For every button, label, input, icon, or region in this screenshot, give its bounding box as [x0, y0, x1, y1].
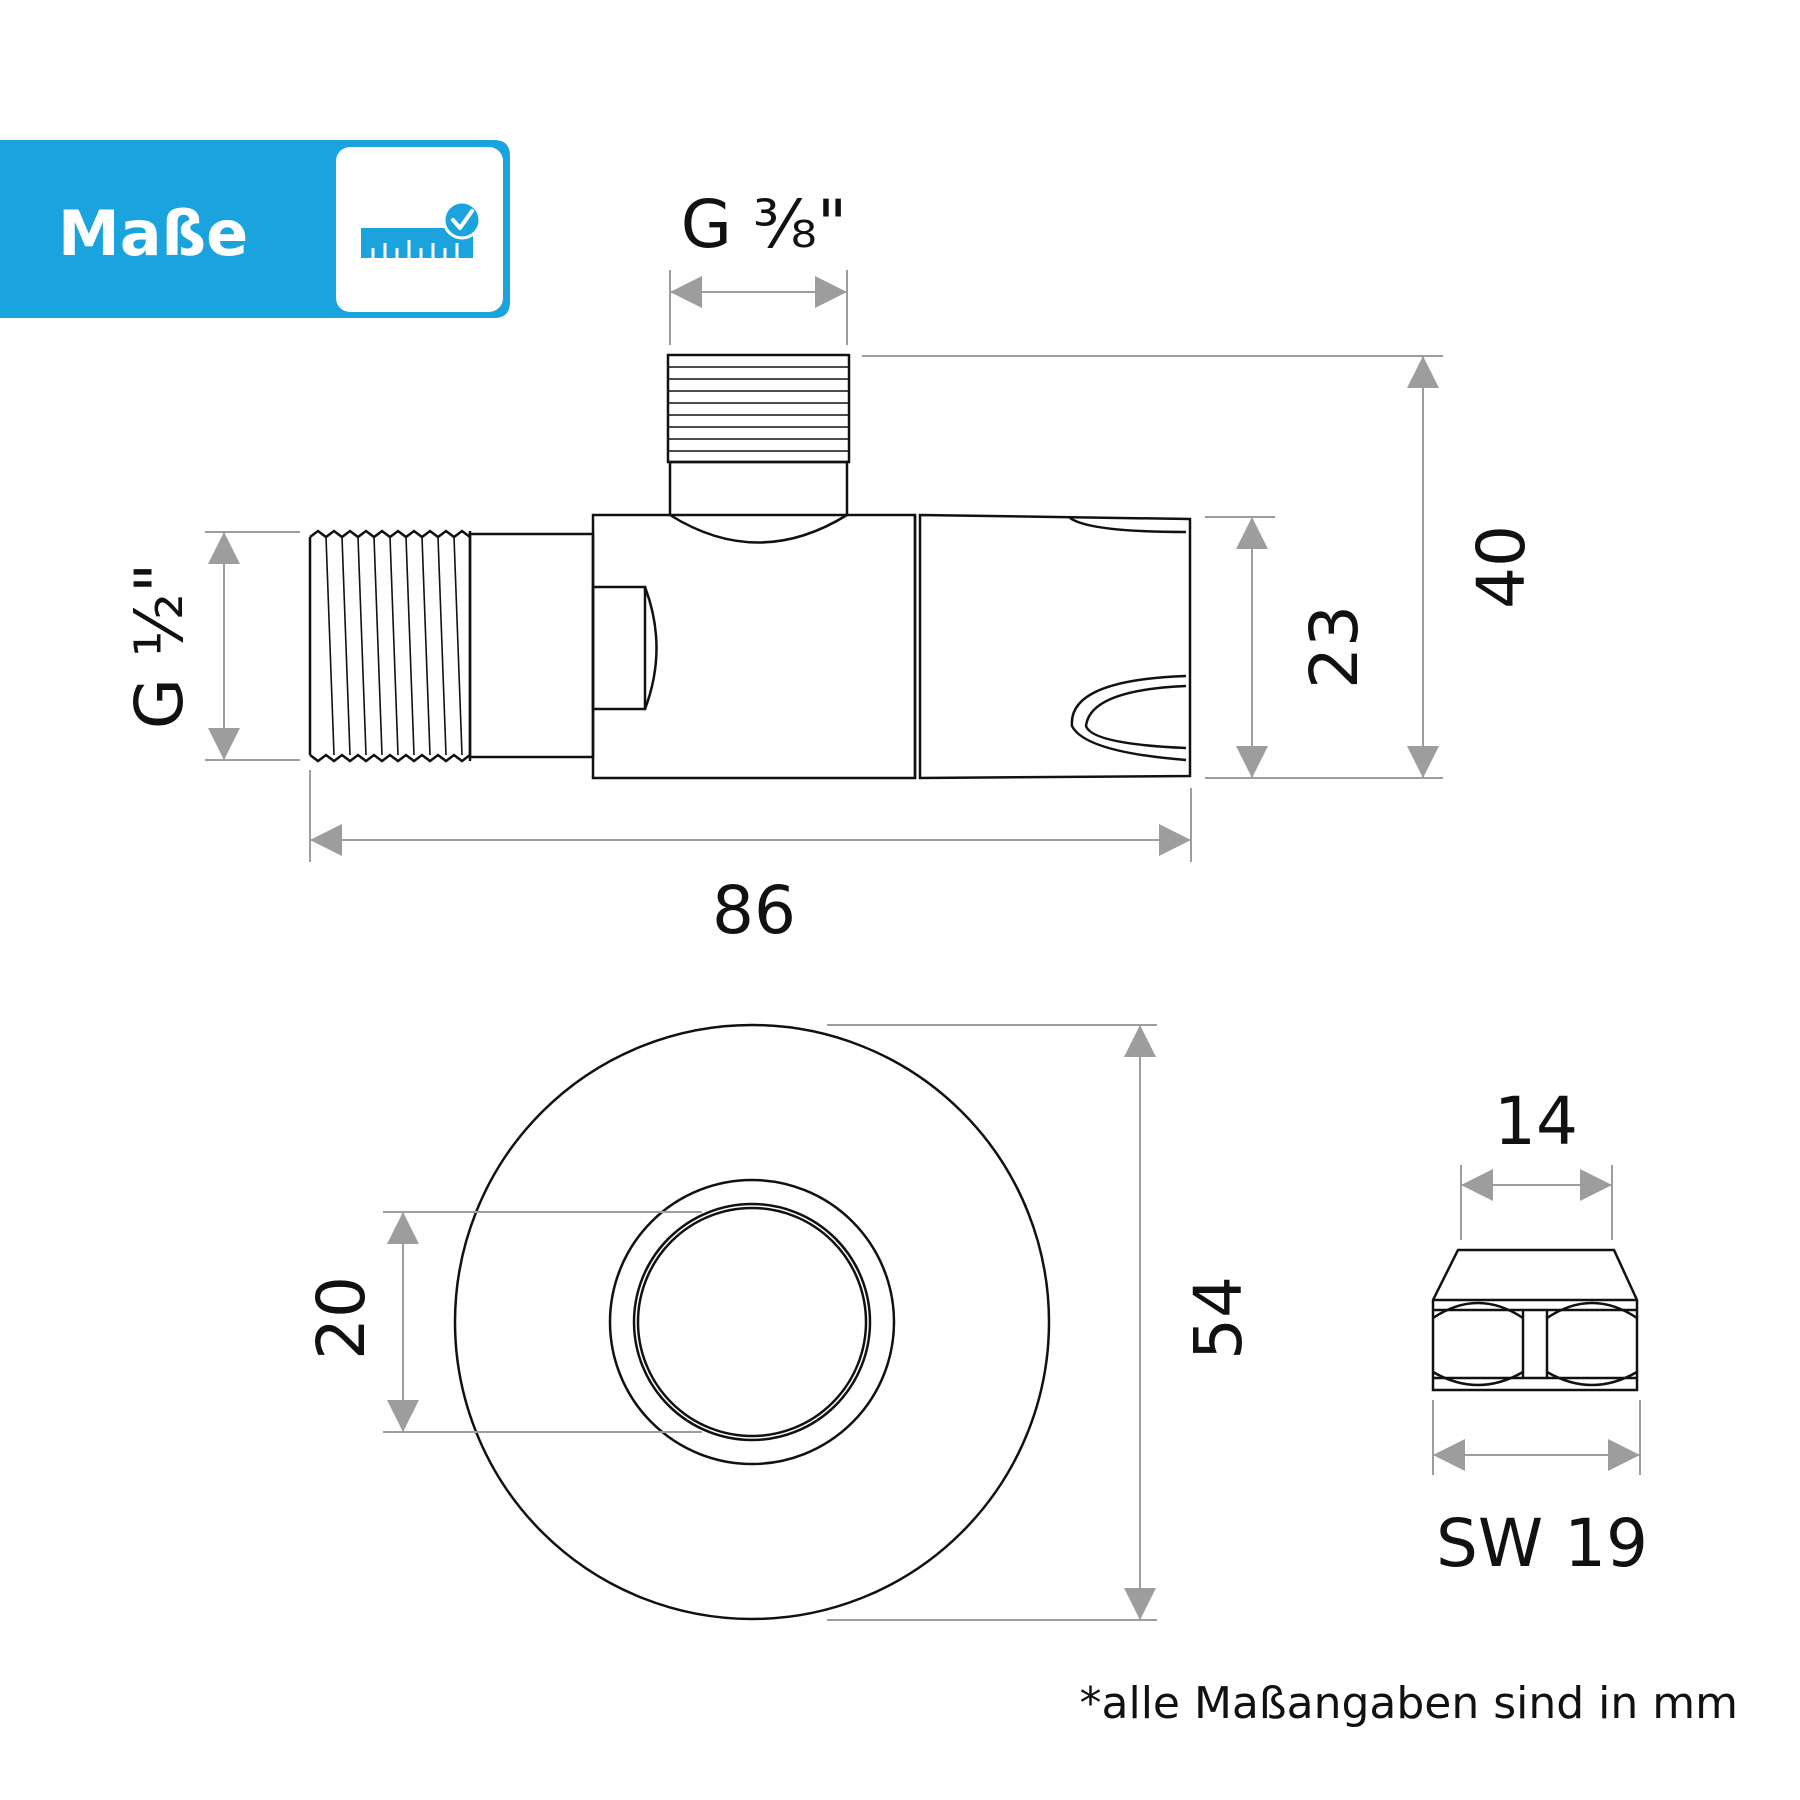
- rosette-inner-label: 20: [303, 1276, 380, 1360]
- nut-view: [1431, 1248, 1639, 1392]
- units-footnote: *alle Maßangaben sind in mm: [1080, 1678, 1739, 1729]
- inlet-thread: [308, 529, 472, 763]
- nut-width-label: 14: [1494, 1083, 1578, 1160]
- total-height-label: 40: [1463, 525, 1540, 609]
- dimension-lines: [205, 270, 1641, 1621]
- ruler-check-icon: [361, 200, 482, 258]
- wrench-size-label: SW 19: [1436, 1505, 1648, 1582]
- header-title: Maße: [58, 197, 248, 270]
- rosette-outer-label: 54: [1180, 1276, 1257, 1360]
- body-height-label: 23: [1296, 605, 1373, 689]
- outlet-thread: [666, 353, 851, 464]
- total-length-label: 86: [712, 872, 796, 949]
- rosette-front-view: [453, 1023, 1051, 1621]
- outlet-thread-label: G ⅜": [681, 186, 847, 263]
- header-badge: Maße: [0, 140, 510, 318]
- inlet-thread-label: G ½": [121, 563, 198, 729]
- valve-side-view: [308, 353, 1192, 780]
